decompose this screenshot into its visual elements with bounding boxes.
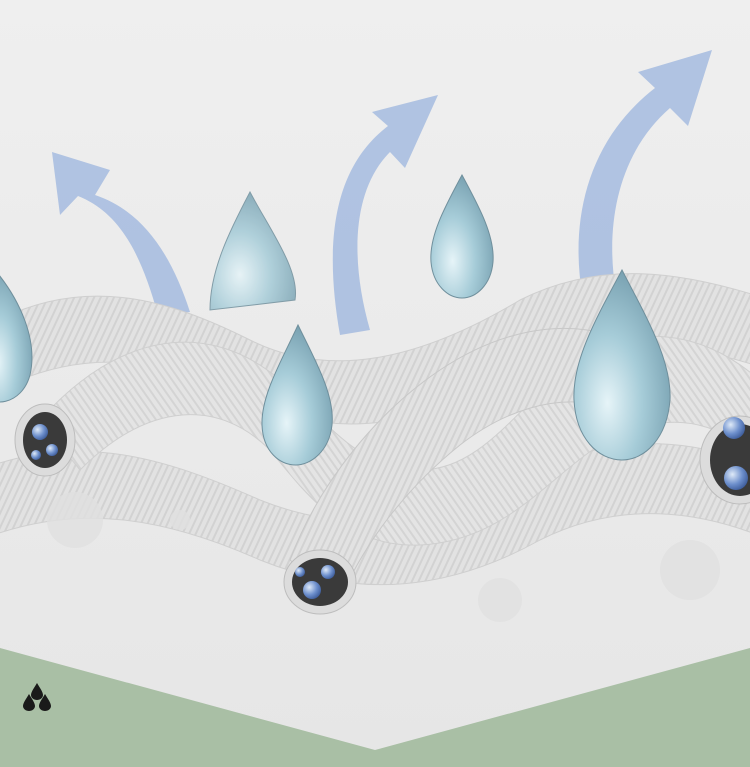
water-drops-icon xyxy=(23,683,51,711)
vapor-arrows xyxy=(52,50,712,335)
fiber-end-right xyxy=(699,415,750,505)
footer-band xyxy=(0,648,750,767)
fiber-end-left xyxy=(14,403,76,477)
faint-bubbles xyxy=(47,492,720,622)
water-droplets xyxy=(0,173,671,466)
droplet-center-left xyxy=(261,323,333,466)
arrow-center xyxy=(332,95,438,335)
arrow-right xyxy=(578,50,712,335)
fiber-end-bottom xyxy=(283,549,357,615)
droplet-back-left xyxy=(209,190,297,311)
droplet-far-left xyxy=(0,275,33,403)
droplet-right xyxy=(573,268,671,461)
droplet-top-center xyxy=(430,173,494,299)
arrow-left xyxy=(52,152,190,315)
